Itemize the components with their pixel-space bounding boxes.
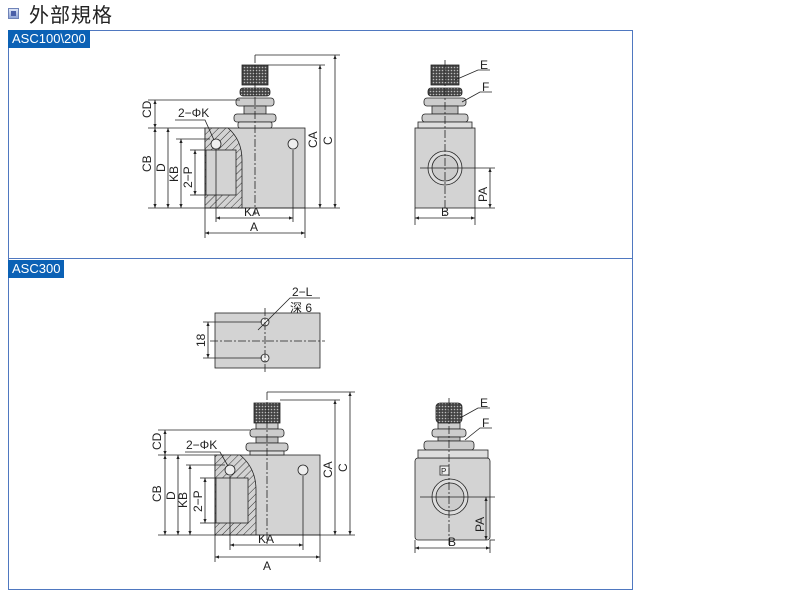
label-kb: KB <box>176 492 190 508</box>
tab-asc100-200: ASC100\200 <box>8 30 90 48</box>
section-header: 外部規格 <box>8 0 113 27</box>
label-cd: CD <box>140 100 154 118</box>
label-pitch: 18 <box>194 333 208 347</box>
label-ca: CA <box>321 461 335 478</box>
label-pa: PA <box>473 517 487 532</box>
label-f: F <box>482 80 489 94</box>
label-c: C <box>336 463 350 472</box>
label-d: D <box>154 163 168 172</box>
tab-asc300: ASC300 <box>8 260 65 278</box>
label-b: B <box>448 535 456 549</box>
label-ca: CA <box>306 131 320 148</box>
front-view-asc100 <box>148 54 340 238</box>
label-kb: KB <box>167 166 181 182</box>
label-l: 2−L <box>292 285 313 299</box>
label-b: B <box>441 205 449 219</box>
label-ka: KA <box>258 532 274 546</box>
label-a: A <box>250 220 258 234</box>
label-cb: CB <box>140 155 154 172</box>
page-title: 外部規格 <box>29 4 113 27</box>
section-divider <box>8 258 633 259</box>
label-f: F <box>482 416 489 430</box>
dimension-labels-asc300: 2−L 深 6 18 CD CB D KB 2−P 2−ΦK CA C KA A… <box>150 285 489 573</box>
side-view-asc300 <box>414 398 495 553</box>
front-view-asc300 <box>158 391 355 562</box>
side-view-asc100 <box>414 60 495 225</box>
label-cb: CB <box>150 485 164 502</box>
dimension-labels-asc100: CD CB D KB 2−P 2−ΦK CA C KA A E F PA B <box>140 58 490 234</box>
bullet-square-icon <box>8 7 19 19</box>
label-k: 2−ΦK <box>186 438 217 452</box>
label-k: 2−ΦK <box>178 106 209 120</box>
label-c: C <box>321 136 335 145</box>
label-port-mark: P <box>441 467 446 476</box>
label-p: 2−P <box>181 166 195 188</box>
label-depth: 深 6 <box>290 301 312 315</box>
label-ka: KA <box>244 205 260 219</box>
label-e: E <box>480 58 488 72</box>
label-d: D <box>164 491 178 500</box>
label-a: A <box>263 559 271 573</box>
top-view-asc300 <box>203 297 325 372</box>
label-cd: CD <box>150 432 164 450</box>
label-p: 2−P <box>191 490 205 512</box>
label-e: E <box>480 396 488 410</box>
label-pa: PA <box>476 187 490 202</box>
